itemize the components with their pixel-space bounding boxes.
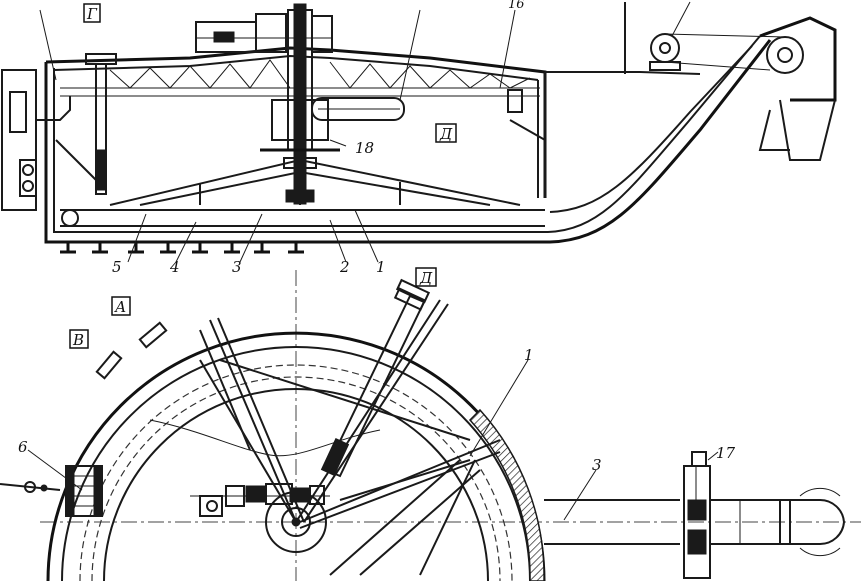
label-5: 5 xyxy=(112,258,122,276)
box-label-v-frame xyxy=(69,329,89,349)
label-1-top: 1 xyxy=(376,258,386,276)
label-1-plan: 1 xyxy=(524,346,534,364)
conveyor-head xyxy=(624,2,837,161)
leader-lines-top xyxy=(39,1,691,263)
label-17: 17 xyxy=(716,444,736,462)
central-shaft xyxy=(260,3,340,205)
plan-conveyor xyxy=(544,451,846,579)
box-label-a-frame xyxy=(111,296,131,316)
box-label-g: Г xyxy=(86,5,98,23)
overflow-trough xyxy=(0,465,103,517)
label-3-plan: 3 xyxy=(592,456,602,474)
box-label-d: Д xyxy=(439,125,453,143)
overflow-unit xyxy=(507,89,523,113)
box-label-a: А xyxy=(114,298,126,316)
plan-drive xyxy=(190,483,330,517)
conveyor-trough-lower xyxy=(549,45,753,213)
box-label-d2: Д xyxy=(419,269,433,287)
plan-view: А В Д 6 1 3 17 xyxy=(0,267,861,581)
box-label-g-frame xyxy=(83,3,101,23)
tank-outer-wall xyxy=(44,39,772,244)
label-18: 18 xyxy=(355,139,374,157)
plan-rake-arms xyxy=(199,299,501,576)
box-label-v: В xyxy=(72,331,84,349)
box-label-d-frame xyxy=(435,123,457,143)
bottom-pipe xyxy=(60,209,545,227)
label-16: 16 xyxy=(508,0,525,12)
left-valve-column xyxy=(1,53,117,211)
label-4: 4 xyxy=(169,258,180,276)
label-6: 6 xyxy=(18,438,28,456)
tank-inner-wall xyxy=(53,35,761,233)
leader-lines-plan xyxy=(27,359,719,521)
top-drive xyxy=(195,13,333,53)
label-3-top: 3 xyxy=(232,258,242,276)
rim-hatched xyxy=(468,408,545,581)
elevation-section: Г Д 18 16 5 4 3 2 1 xyxy=(1,0,837,276)
label-2: 2 xyxy=(339,258,350,276)
rim-nozzles xyxy=(95,287,427,380)
box-label-d2-frame xyxy=(415,267,437,287)
supports xyxy=(60,242,304,254)
feed-pipe xyxy=(311,97,405,121)
